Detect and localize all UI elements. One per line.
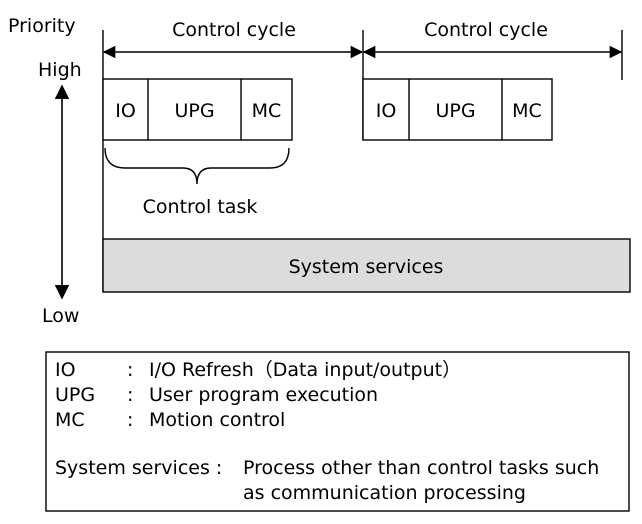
system-services-bar xyxy=(102,238,631,293)
legend-separator: : xyxy=(127,359,133,381)
legend-description-line1: Process other than control tasks such xyxy=(243,457,599,479)
legend-separator: : xyxy=(127,384,133,406)
segment-io: IO xyxy=(115,100,136,122)
legend-row-io: IO : I/O Refresh（Data input/output） xyxy=(55,359,461,381)
legend-description: User program execution xyxy=(149,384,378,406)
legend-description-line2: as communication processing xyxy=(243,482,526,504)
control-cycle-2: Control cycle IO UPG MC xyxy=(362,19,623,141)
segment-io: IO xyxy=(376,100,397,122)
legend-abbr: MC xyxy=(55,409,85,431)
legend-separator: : xyxy=(127,409,133,431)
legend-row-upg: UPG : User program execution xyxy=(55,384,378,406)
control-cycle-label: Control cycle xyxy=(424,19,548,41)
legend-description: Motion control xyxy=(149,409,285,431)
segment-mc: MC xyxy=(252,100,282,122)
segment-mc: MC xyxy=(512,100,542,122)
system-services-label: System services xyxy=(289,256,444,278)
priority-low-label: Low xyxy=(42,305,79,327)
segment-upg: UPG xyxy=(435,100,475,122)
legend-row-mc: MC : Motion control xyxy=(55,409,285,431)
priority-high-label: High xyxy=(38,59,82,81)
priority-axis-title: Priority xyxy=(8,15,76,37)
control-task-label: Control task xyxy=(143,196,258,218)
control-cycle-1: Control cycle IO UPG MC xyxy=(102,19,364,141)
legend-row-system-services: System services : Process other than con… xyxy=(55,457,599,504)
control-task-brace xyxy=(104,147,290,185)
legend-abbr: UPG xyxy=(55,384,95,406)
control-task-box xyxy=(102,78,293,141)
legend-box xyxy=(45,351,630,512)
segment-upg: UPG xyxy=(174,100,214,122)
legend-term: System services : xyxy=(55,457,222,479)
legend-description: I/O Refresh（Data input/output） xyxy=(149,359,461,381)
legend-abbr: IO xyxy=(55,359,76,381)
control-task-box xyxy=(362,78,553,141)
control-cycle-label: Control cycle xyxy=(172,19,296,41)
